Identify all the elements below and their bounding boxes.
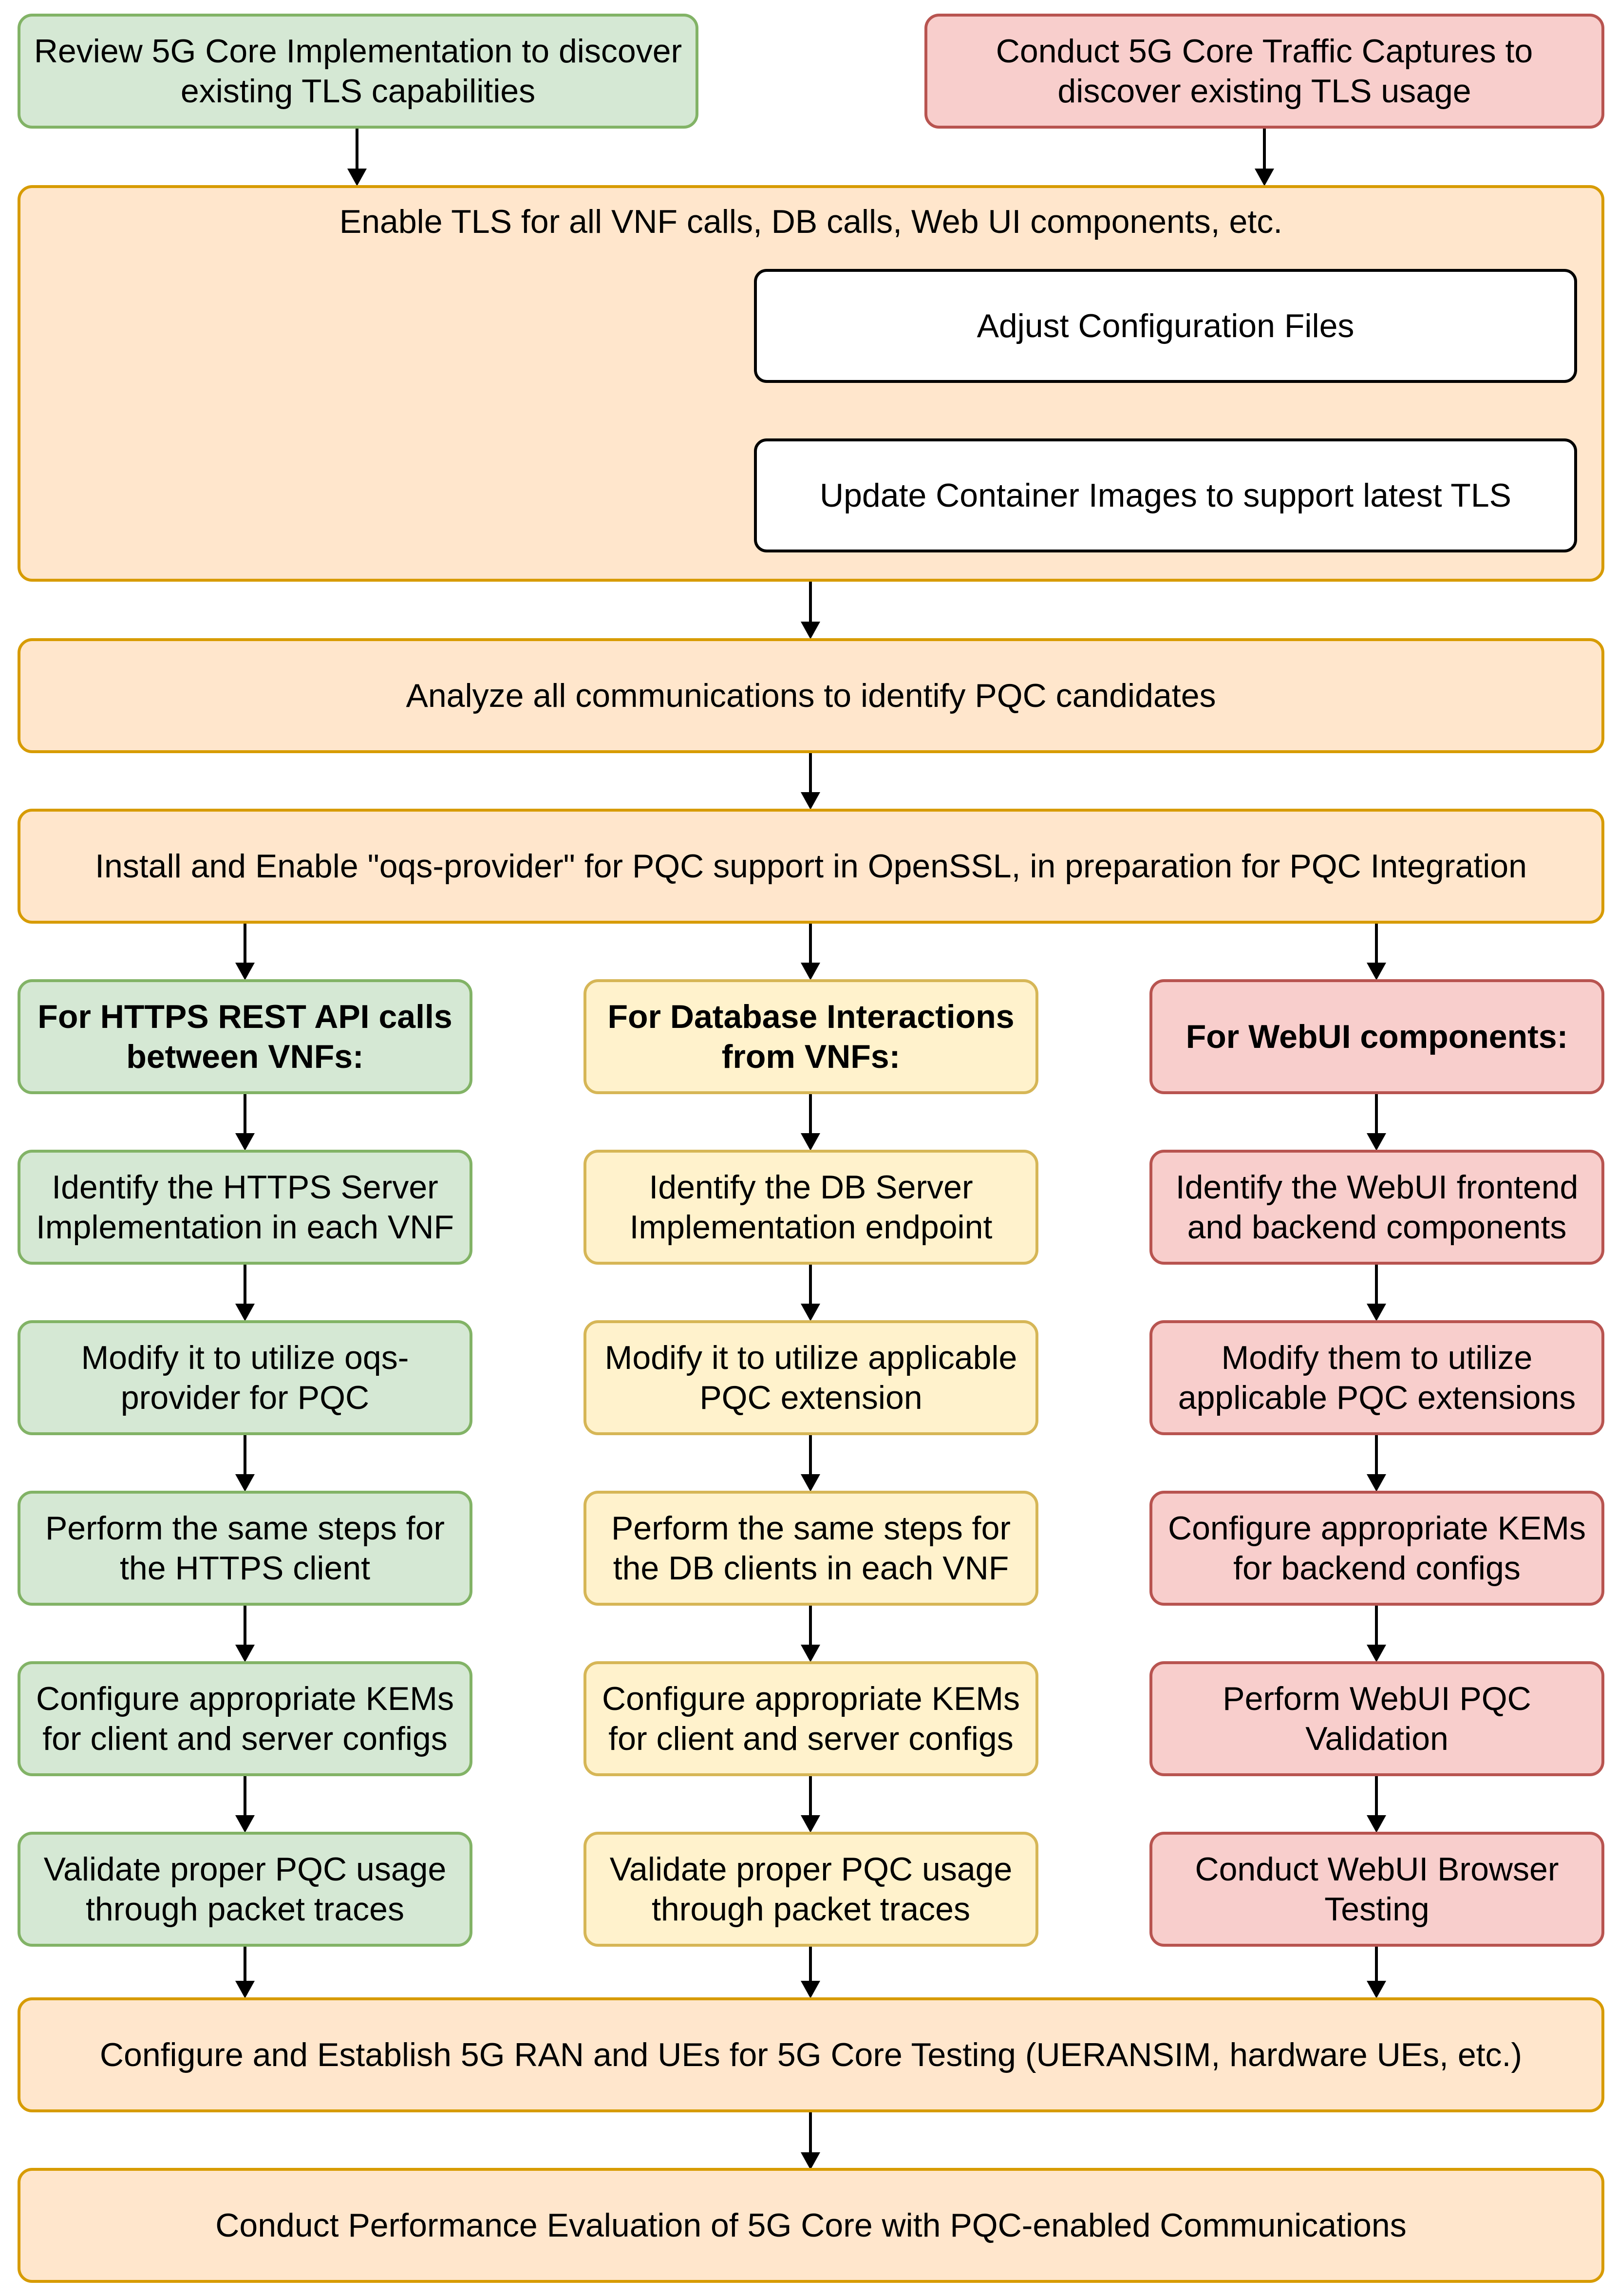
ran-setup-box: Configure and Establish 5G RAN and UEs f… [18,1997,1604,2112]
review-implementation-box: Review 5G Core Implementation to discove… [18,14,698,129]
performance-eval-box: Conduct Performance Evaluation of 5G Cor… [18,2168,1604,2283]
arrowhead [235,1981,255,1998]
arrowhead [347,169,367,186]
install-oqs-text: Install and Enable "oqs-provider" for PQ… [95,848,1527,885]
https-step-box: Configure appropriate KEMs for client an… [18,1661,472,1776]
traffic-captures-text: Conduct 5G Core Traffic Captures to disc… [996,33,1533,110]
db-step-box: Perform the same steps for the DB client… [583,1491,1038,1606]
db-step-text: Perform the same steps for the DB client… [611,1510,1011,1587]
https-step-text: Validate proper PQC usage through packet… [43,1851,447,1928]
https-step-text: Identify the HTTPS Server Implementation… [36,1169,454,1246]
analyze-box: Analyze all communications to identify P… [18,638,1604,753]
arrowhead [801,1133,820,1151]
arrowhead [1367,1133,1386,1151]
update-images-box: Update Container Images to support lates… [754,438,1577,552]
arrowhead [1367,1981,1386,1998]
https-step-text: Perform the same steps for the HTTPS cli… [45,1510,445,1587]
https-header-text: For HTTPS REST API calls between VNFs: [38,998,452,1075]
https-step-box: Perform the same steps for the HTTPS cli… [18,1491,472,1606]
webui-step-box: Modify them to utilize applicable PQC ex… [1149,1320,1604,1435]
arrowhead [801,1474,820,1492]
db-step-text: Modify it to utilize applicable PQC exte… [604,1339,1017,1416]
https-step-box: Validate proper PQC usage through packet… [18,1832,472,1947]
arrowhead [1367,1815,1386,1833]
webui-step-text: Conduct WebUI Browser Testing [1195,1851,1559,1928]
webui-step-text: Identify the WebUI frontend and backend … [1175,1169,1579,1246]
arrowhead [801,1981,820,1998]
arrowhead [1367,1474,1386,1492]
arrowhead [235,1304,255,1321]
arrowhead [1367,1645,1386,1662]
performance-eval-text: Conduct Performance Evaluation of 5G Cor… [215,2207,1407,2244]
https-step-text: Modify it to utilize oqs-provider for PQ… [81,1339,409,1416]
db-step-box: Identify the DB Server Implementation en… [583,1150,1038,1265]
webui-step-box: Configure appropriate KEMs for backend c… [1149,1491,1604,1606]
arrowhead [801,1304,820,1321]
adjust-config-text: Adjust Configuration Files [977,307,1355,344]
webui-step-box: Identify the WebUI frontend and backend … [1149,1150,1604,1265]
arrowhead [235,1133,255,1151]
arrowhead [235,1645,255,1662]
https-step-box: Modify it to utilize oqs-provider for PQ… [18,1320,472,1435]
install-oqs-box: Install and Enable "oqs-provider" for PQ… [18,809,1604,924]
https-step-box: Identify the HTTPS Server Implementation… [18,1150,472,1265]
arrowhead [235,1474,255,1492]
adjust-config-box: Adjust Configuration Files [754,269,1577,383]
db-step-box: Configure appropriate KEMs for client an… [583,1661,1038,1776]
webui-step-text: Configure appropriate KEMs for backend c… [1167,1510,1586,1587]
db-step-text: Configure appropriate KEMs for client an… [602,1680,1020,1757]
update-images-text: Update Container Images to support lates… [820,477,1511,514]
arrowhead [1367,1304,1386,1321]
webui-step-box: Conduct WebUI Browser Testing [1149,1832,1604,1947]
db-step-box: Validate proper PQC usage through packet… [583,1832,1038,1947]
https-column-header: For HTTPS REST API calls between VNFs: [18,979,472,1094]
webui-header-text: For WebUI components: [1185,1018,1568,1055]
arrowhead [801,1815,820,1833]
https-step-text: Configure appropriate KEMs for client an… [36,1680,454,1757]
db-step-box: Modify it to utilize applicable PQC exte… [583,1320,1038,1435]
review-implementation-text: Review 5G Core Implementation to discove… [34,33,682,110]
webui-step-box: Perform WebUI PQC Validation [1149,1661,1604,1776]
enable-tls-title: Enable TLS for all VNF calls, DB calls, … [339,203,1283,240]
arrowhead [801,1645,820,1662]
analyze-text: Analyze all communications to identify P… [406,677,1216,714]
db-column-header: For Database Interactions from VNFs: [583,979,1038,1094]
webui-step-text: Modify them to utilize applicable PQC ex… [1178,1339,1576,1416]
traffic-captures-box: Conduct 5G Core Traffic Captures to disc… [924,14,1604,129]
ran-setup-text: Configure and Establish 5G RAN and UEs f… [99,2036,1523,2073]
db-step-text: Identify the DB Server Implementation en… [629,1169,993,1246]
db-header-text: For Database Interactions from VNFs: [607,998,1015,1075]
webui-step-text: Perform WebUI PQC Validation [1223,1680,1531,1757]
db-step-text: Validate proper PQC usage through packet… [609,1851,1013,1928]
webui-column-header: For WebUI components: [1149,979,1604,1094]
arrowhead [235,1815,255,1833]
